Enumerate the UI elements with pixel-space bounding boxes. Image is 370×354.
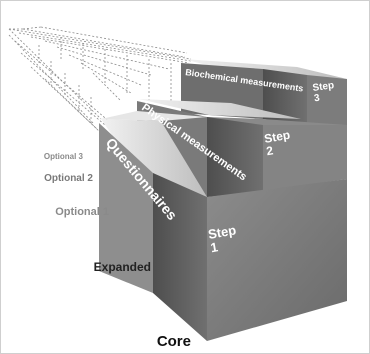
step-number-line: Step [312, 80, 335, 94]
step-number-line: 1 [209, 239, 219, 255]
optional-levels-wireframe [8, 26, 192, 134]
step-2-number-label: Step2 [263, 128, 293, 159]
step-number-line: 2 [265, 143, 274, 158]
step-1-number-text: Step1 [207, 222, 240, 255]
level-label-optional2: Optional 2 [44, 173, 93, 184]
level-label-optional1: Optional 1 [55, 206, 109, 218]
step-number-line: 3 [313, 93, 320, 105]
level-label-core: Core [157, 333, 191, 350]
step-number-line: Step [263, 128, 291, 146]
level-label-optional3: Optional 3 [44, 152, 84, 161]
step-1-number-label: Step1 [207, 222, 240, 255]
step-2-number-text: Step2 [263, 128, 293, 159]
step-1-block [99, 111, 347, 341]
step-3-number-text: Step3 [312, 80, 336, 104]
step-1-face [207, 179, 347, 341]
step-number-line: Step [207, 222, 237, 242]
level-label-expanded: Expanded [94, 260, 151, 274]
step-3-number-label: Step3 [312, 80, 336, 104]
